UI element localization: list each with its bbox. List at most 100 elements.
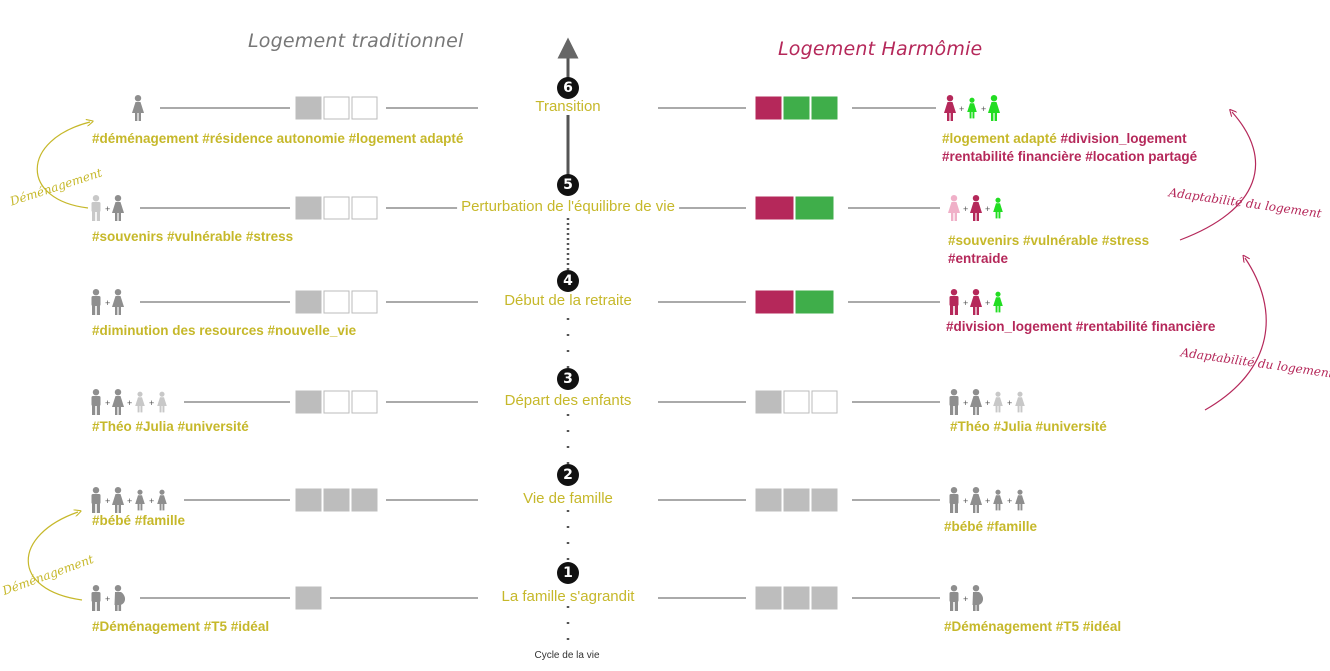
- right-hashtags-3: #Théo #Julia #université: [950, 419, 1107, 434]
- right-plus-sign-3-1: +: [963, 398, 968, 408]
- right-person-icon-6-2: [988, 95, 1000, 121]
- stage-label-5: Perturbation de l'équilibre de vie: [457, 198, 679, 215]
- right-person-icon-2-1: [970, 487, 982, 513]
- stage-row-1: ++: [91, 585, 984, 611]
- left-person-icon-6-0: [132, 95, 144, 121]
- heading-traditional-housing: Logement traditionnel: [248, 30, 464, 52]
- right-person-icon-3-2: [993, 391, 1003, 413]
- adaptabilite-arrow-bottom: [1204, 258, 1267, 411]
- right-room-box-3-2: [811, 390, 838, 414]
- left-room-box-4-2: [351, 290, 378, 314]
- left-room-box-2-1: [323, 488, 350, 512]
- left-room-box-6-2: [351, 96, 378, 120]
- right-room-box-4-1: [795, 290, 834, 314]
- right-room-box-1-1: [783, 586, 810, 610]
- right-room-box-2-1: [783, 488, 810, 512]
- right-plus-sign-3-2: +: [985, 398, 990, 408]
- stage-label-1: La famille s'agrandit: [497, 588, 639, 605]
- right-hashtags-2: #bébé #famille: [944, 519, 1038, 534]
- right-plus-sign-4-2: +: [985, 298, 990, 308]
- demenagement-arrow-bottom: [27, 512, 82, 601]
- right-room-box-2-2: [811, 488, 838, 512]
- right-person-icon-4-1: [970, 289, 982, 315]
- right-person-icon-2-0: [949, 487, 959, 513]
- left-person-icon-3-3: [157, 391, 167, 413]
- stage-number-badge-1: 1: [557, 562, 579, 584]
- left-plus-sign-2-1: +: [105, 496, 110, 506]
- right-plus-sign-6-2: +: [981, 104, 986, 114]
- right-room-box-3-0: [755, 390, 782, 414]
- left-room-box-6-1: [323, 96, 350, 120]
- left-plus-sign-3-3: +: [149, 398, 154, 408]
- right-person-icon-1-1: [972, 585, 984, 611]
- right-hashtags-5: #souvenirs #vulnérable #stress#entraide: [948, 233, 1150, 266]
- stage-row-6: ++: [132, 95, 1000, 121]
- left-person-icon-4-0: [91, 289, 101, 315]
- stage-label-6: Transition: [531, 98, 605, 115]
- stage-number-badge-3: 3: [557, 368, 579, 390]
- left-room-box-5-2: [351, 196, 378, 220]
- left-room-box-2-2: [351, 488, 378, 512]
- left-room-box-4-1: [323, 290, 350, 314]
- right-room-box-6-0: [755, 96, 782, 120]
- stage-number-badge-2: 2: [557, 464, 579, 486]
- right-hashtags-6: #logement adapté #division_logement#rent…: [942, 131, 1198, 164]
- left-person-icon-1-1: [114, 585, 126, 611]
- right-plus-sign-3-3: +: [1007, 398, 1012, 408]
- left-plus-sign-5-1: +: [105, 204, 110, 214]
- left-room-box-6-0: [295, 96, 322, 120]
- left-hashtags-3: #Théo #Julia #université: [92, 419, 249, 434]
- right-room-box-6-1: [783, 96, 810, 120]
- left-hashtags-6: #déménagement #résidence autonomie #loge…: [92, 131, 464, 146]
- left-person-icon-2-1: [112, 487, 124, 513]
- stage-number-badge-4: 4: [557, 270, 579, 292]
- right-person-icon-3-0: [949, 389, 959, 415]
- stage-label-4: Début de la retraite: [500, 292, 636, 309]
- right-room-box-5-1: [795, 196, 834, 220]
- left-person-icon-2-2: [135, 489, 145, 511]
- stage-row-5: +++: [91, 195, 1003, 221]
- axis-label-cycle: Cycle de la vie: [534, 650, 600, 661]
- stage-row-2: ++++++: [91, 487, 1025, 513]
- right-person-icon-4-2: [993, 291, 1003, 313]
- left-person-icon-4-1: [112, 289, 124, 315]
- left-room-box-3-1: [323, 390, 350, 414]
- left-room-box-3-0: [295, 390, 322, 414]
- left-hashtags-2: #bébé #famille: [92, 513, 186, 528]
- stage-label-3: Départ des enfants: [500, 392, 636, 409]
- right-room-box-4-0: [755, 290, 794, 314]
- right-plus-sign-1-1: +: [963, 594, 968, 604]
- right-person-icon-6-0: [944, 95, 956, 121]
- left-person-icon-3-1: [112, 389, 124, 415]
- left-plus-sign-4-1: +: [105, 298, 110, 308]
- left-person-icon-2-3: [157, 489, 167, 511]
- right-person-icon-4-0: [949, 289, 959, 315]
- right-plus-sign-5-1: +: [963, 204, 968, 214]
- right-room-box-1-2: [811, 586, 838, 610]
- right-hashtags-1: #Déménagement #T5 #idéal: [944, 619, 1122, 634]
- right-person-icon-2-3: [1015, 489, 1025, 511]
- left-person-icon-5-1: [112, 195, 124, 221]
- left-room-box-1-0: [295, 586, 322, 610]
- right-person-icon-5-0: [948, 195, 960, 221]
- right-plus-sign-2-2: +: [985, 496, 990, 506]
- left-plus-sign-3-1: +: [105, 398, 110, 408]
- left-hashtags-5: #souvenirs #vulnérable #stress: [92, 229, 294, 244]
- right-person-icon-1-0: [949, 585, 959, 611]
- left-plus-sign-3-2: +: [127, 398, 132, 408]
- stage-row-4: +++: [91, 289, 1003, 315]
- stage-number-badge-6: 6: [557, 77, 579, 99]
- right-plus-sign-6-1: +: [959, 104, 964, 114]
- right-plus-sign-2-1: +: [963, 496, 968, 506]
- right-person-icon-2-2: [993, 489, 1003, 511]
- left-hashtags-1: #Déménagement #T5 #idéal: [92, 619, 270, 634]
- right-person-icon-5-2: [993, 197, 1003, 219]
- right-room-box-1-0: [755, 586, 782, 610]
- right-room-box-6-2: [811, 96, 838, 120]
- right-person-icon-3-1: [970, 389, 982, 415]
- right-hashtags-4: #division_logement #rentabilité financiè…: [946, 319, 1216, 334]
- left-person-icon-3-0: [91, 389, 101, 415]
- right-room-box-2-0: [755, 488, 782, 512]
